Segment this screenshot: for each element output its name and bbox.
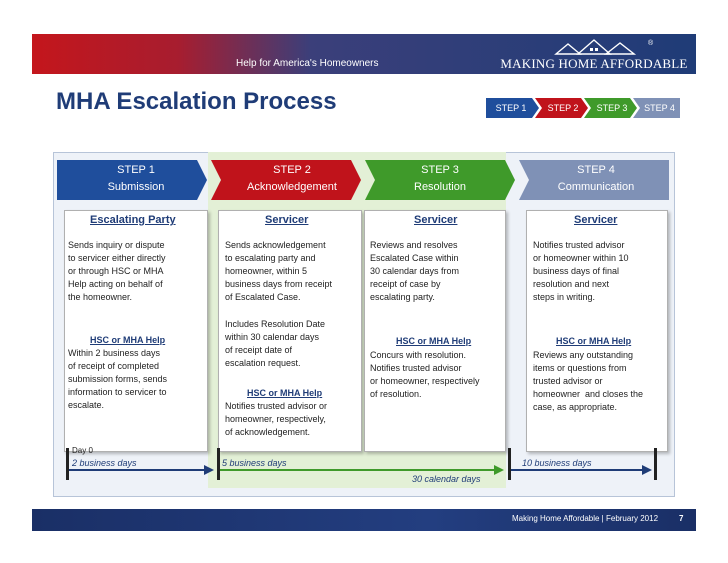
step-nav-chevrons [486, 98, 680, 118]
mha-logo: ® MAKING HOME AFFORDABLE [492, 38, 696, 74]
col-4-sub-heading: HSC or MHA Help [556, 336, 632, 346]
col-2-text: Sends acknowledgement to escalating part… [225, 240, 333, 302]
timeline-label-5-business-days: 5 business days [222, 458, 287, 468]
card-escalating-party [64, 210, 208, 452]
houses-logo-icon [554, 39, 637, 55]
step-4-arrow [519, 160, 669, 200]
step-1-arrow [57, 160, 207, 200]
banner-tagline: Help for America's Homeowners [236, 58, 379, 69]
nav-chevron-2 [535, 98, 588, 118]
col-3-text: Reviews and resolves Escalated Case with… [370, 240, 460, 302]
card-servicer-resolve [364, 210, 506, 452]
logo-text: MAKING HOME AFFORDABLE [500, 56, 688, 71]
timeline-step3-bar [508, 448, 511, 480]
timeline [66, 448, 657, 480]
page-title: MHA Escalation Process [56, 88, 337, 115]
step-2-arrow [211, 160, 361, 200]
step-header-arrows [57, 160, 669, 200]
col-1-sub-text: Within 2 business days of receipt of com… [68, 348, 168, 410]
timeline-label-30-calendar-days: 30 calendar days [412, 474, 481, 484]
footer-bar: Making Home Affordable | February 2012 7 [32, 509, 696, 531]
step-4-header: STEP 4 Communication [526, 162, 666, 198]
timeline-arrowhead-1 [204, 465, 214, 475]
step-1-name: Submission [107, 181, 165, 193]
step-3-header: STEP 3 Resolution [370, 162, 510, 198]
nav-step-4: STEP 4 [644, 103, 675, 113]
step-3-arrow [365, 160, 515, 200]
registered-mark: ® [648, 40, 654, 47]
col-3-sub-heading: HSC or MHA Help [396, 336, 472, 346]
step-4-label: STEP 4 [577, 164, 615, 176]
card-servicer-acknowledge [218, 210, 362, 452]
footer-text: Making Home Affordable | February 2012 [512, 514, 659, 523]
step-1-label: STEP 1 [117, 164, 155, 176]
step-navigation: STEP 1 STEP 2 STEP 3 STEP 4 [486, 98, 680, 118]
col-1-text: Sends inquiry or dispute to servicer eit… [68, 240, 166, 302]
step-4-name: Communication [557, 181, 635, 193]
card-servicer-communicate [526, 210, 668, 452]
top-banner: Help for America's Homeowners ® MAKING H… [32, 34, 696, 74]
col-3-heading: Servicer [414, 214, 458, 226]
step-3-label: STEP 3 [421, 164, 459, 176]
step-1-header: STEP 1 Submission [66, 162, 206, 198]
col-4-text: Notifies trusted advisor or homeowner wi… [533, 240, 629, 302]
step-3-name: Resolution [414, 181, 466, 193]
nav-step-1: STEP 1 [495, 103, 527, 113]
col-2-text-2: Includes Resolution Date within 30 calen… [225, 319, 326, 368]
col-4-heading: Servicer [574, 214, 618, 226]
step-2-label: STEP 2 [273, 164, 311, 176]
timeline-arrowhead-3 [642, 465, 652, 475]
timeline-day0: Day 0 [72, 446, 93, 455]
step-2-name: Acknowledgement [247, 181, 337, 193]
col-2-sub-heading: HSC or MHA Help [247, 388, 323, 398]
nav-chevron-3 [584, 98, 637, 118]
col-4-sub-text: Reviews any outstanding items or questio… [533, 350, 644, 412]
timeline-label-2-business-days: 2 business days [72, 458, 137, 468]
col-2-heading: Servicer [265, 214, 309, 226]
timeline-arrowhead-2 [494, 465, 504, 475]
timeline-label-10-business-days: 10 business days [522, 458, 592, 468]
nav-chevron-4 [633, 98, 680, 118]
page-number: 7 [679, 514, 684, 523]
col-2-sub-text: Notifies trusted advisor or homeowner, r… [225, 401, 328, 437]
step-2-header: STEP 2 Acknowledgement [222, 162, 362, 198]
col-1-sub-heading: HSC or MHA Help [90, 335, 166, 345]
timeline-end-bar [654, 448, 657, 480]
col-1-heading: Escalating Party [90, 214, 176, 226]
nav-chevron-1 [486, 98, 539, 118]
nav-step-3: STEP 3 [596, 103, 628, 113]
timeline-step2-bar [217, 448, 220, 480]
nav-step-2: STEP 2 [547, 103, 579, 113]
col-3-sub-text: Concurs with resolution. Notifies truste… [370, 350, 480, 399]
timeline-start-bar [66, 448, 69, 480]
